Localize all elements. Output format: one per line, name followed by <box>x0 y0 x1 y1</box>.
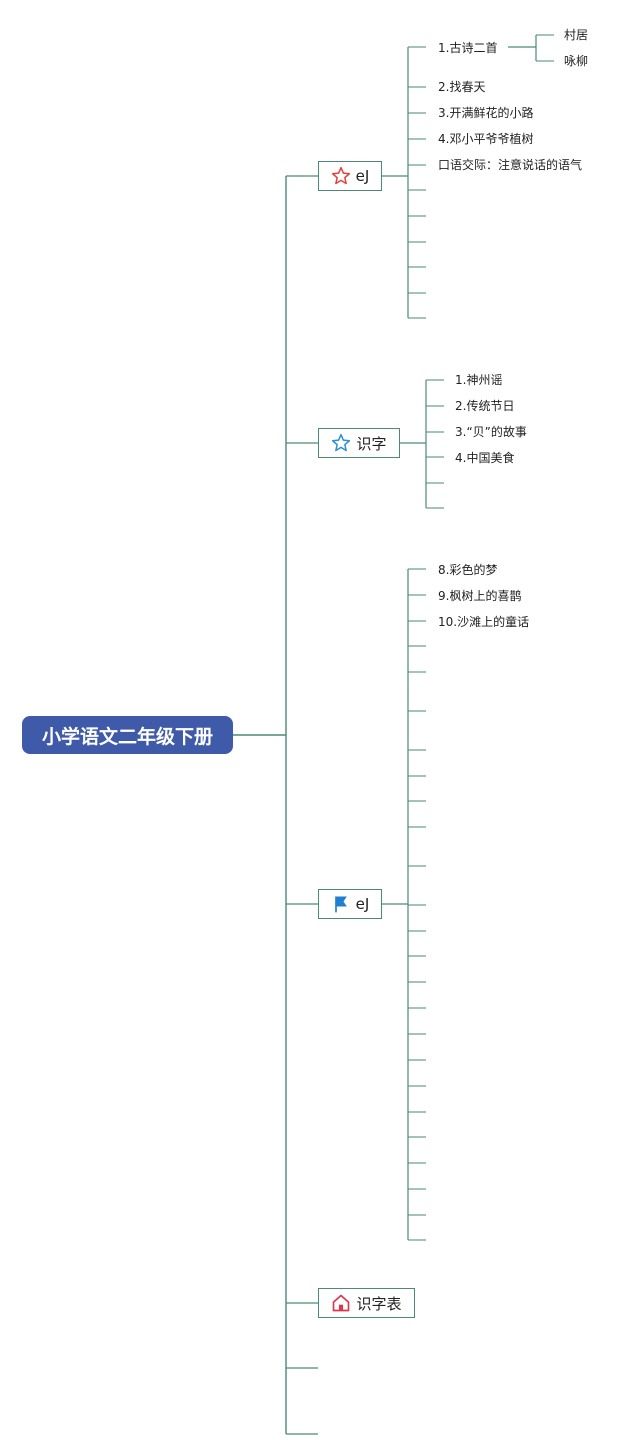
leaf-gushi-ershou[interactable]: 1.古诗二首 <box>438 41 498 55</box>
branch-label: eJ <box>355 167 370 185</box>
branch-label: eJ <box>355 895 370 913</box>
leaf-chuantong-jieri[interactable]: 2.传统节日 <box>455 399 515 413</box>
leaf-xianhua-xiaolu[interactable]: 3.开满鲜花的小路 <box>438 106 534 120</box>
root-label: 小学语文二年级下册 <box>41 725 213 748</box>
leaf-cunju[interactable]: 村居 <box>564 28 589 42</box>
leaf-bei-gushi[interactable]: 3.“贝”的故事 <box>455 425 527 439</box>
branch-label: 识字表 <box>356 1294 402 1313</box>
root-node[interactable]: 小学语文二年级下册 <box>22 716 233 754</box>
branch-node-shizibiao[interactable]: 识字表 <box>318 1288 415 1318</box>
star-outline-blue-icon <box>332 433 351 452</box>
branch-label: 识字 <box>356 434 387 453</box>
leaf-zhishu[interactable]: 4.邓小平爷爷植树 <box>438 132 534 146</box>
leaf-yongliu[interactable]: 咏柳 <box>564 54 589 68</box>
leaf-caise-meng[interactable]: 8.彩色的梦 <box>438 563 498 577</box>
leaf-fengshu-xique[interactable]: 9.枫树上的喜鹊 <box>438 589 522 603</box>
branch-node-lesson-unit-1[interactable]: eJ <box>318 161 382 191</box>
leaf-shatan-tonghua[interactable]: 10.沙滩上的童话 <box>438 615 530 629</box>
leaf-zhongguo-meishi[interactable]: 4.中国美食 <box>455 451 515 465</box>
branch-node-shizi[interactable]: 识字 <box>318 428 400 458</box>
branch-node-lesson-unit-2[interactable]: eJ <box>318 889 382 919</box>
leaf-shenzhouyao[interactable]: 1.神州谣 <box>455 373 503 387</box>
leaf-kouyu-jiaoji[interactable]: 口语交际：注意说话的语气 <box>438 158 583 172</box>
leaf-zhao-chuntian[interactable]: 2.找春天 <box>438 80 486 94</box>
star-outline-red-icon <box>331 166 350 185</box>
house-red-icon <box>333 1294 350 1312</box>
flag-blue-icon <box>334 896 347 913</box>
